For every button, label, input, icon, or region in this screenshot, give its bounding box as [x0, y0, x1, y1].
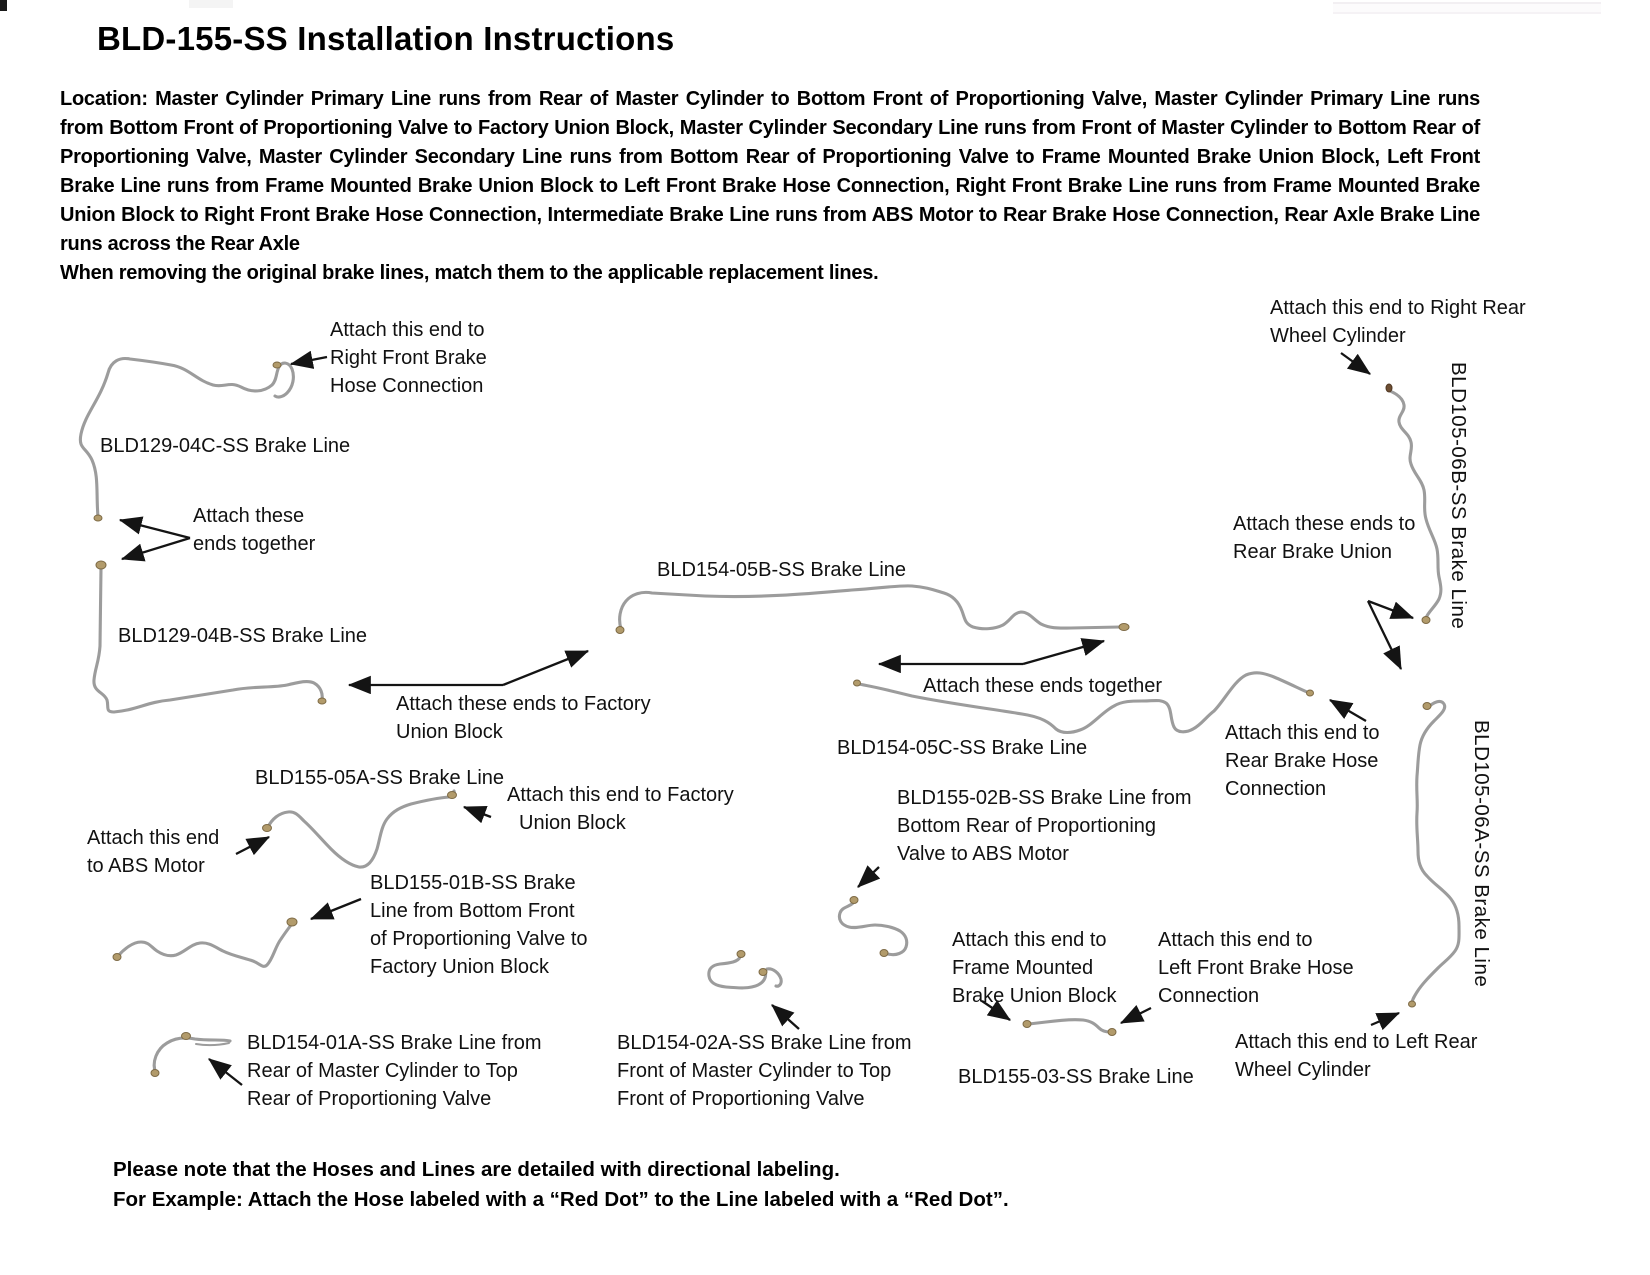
fitting-icon: [272, 361, 282, 369]
fitting-icon: [758, 968, 768, 976]
label-bld155-05a: BLD155-05A-SS Brake Line: [255, 767, 505, 789]
brake-line-bld155-02b: [837, 901, 909, 957]
removal-note: When removing the original brake lines, …: [60, 262, 879, 284]
brake-line-bld129-04c: [78, 356, 295, 519]
fitting-icon: [849, 896, 859, 904]
label-attach-abs-motor: Attach this end to ABS Motor: [87, 827, 220, 877]
brake-lines: [78, 356, 1461, 1076]
label-bld154-01a: BLD154-01A-SS Brake Line from Rear of Ma…: [247, 1032, 542, 1110]
label-attach-rear-union: Attach these ends to Rear Brake Union: [1233, 513, 1416, 563]
fitting-icon: [286, 917, 298, 927]
arrow-rear-union-lower: [1366, 600, 1403, 671]
label-attach-end-factory-union: Attach this end to Factory Union Block: [507, 784, 734, 834]
label-attach-rear-hose: Attach this end to Rear Brake Hose Conne…: [1225, 722, 1380, 800]
fitting-icon: [150, 1069, 160, 1077]
label-bld154-05c: BLD154-05C-SS Brake Line: [837, 737, 1088, 759]
arrow-bld155-02b: [857, 865, 881, 888]
arrow-rear-union-upper: [1367, 599, 1415, 620]
fitting-icon: [181, 1032, 191, 1040]
arrow-ends-together-left-lower: [120, 536, 191, 562]
fitting-icon: [1385, 383, 1393, 393]
intro-paragraph: Location: Master Cylinder Primary Line r…: [60, 85, 1480, 288]
location-paragraph: Location: Master Cylinder Primary Line r…: [60, 88, 1480, 255]
arrow-bld154-02a: [771, 1004, 800, 1030]
brake-line-bld155-03: [1027, 1018, 1112, 1034]
brake-line-bld105-06a: [1410, 699, 1461, 1005]
fitting-icon: [1107, 1028, 1117, 1036]
label-bld105-06b: BLD105-06B-SS Brake Line: [1447, 362, 1470, 630]
label-attach-ends-together-left: Attach these ends together: [193, 505, 316, 555]
label-attach-left-rear: Attach this end to Left Rear Wheel Cylin…: [1235, 1031, 1478, 1081]
brake-line-bld155-05a: [266, 789, 456, 869]
fitting-icon: [1306, 689, 1314, 697]
brake-line-bld154-01a-body: [195, 1042, 230, 1047]
arrow-frame-union: [981, 1000, 1011, 1021]
fitting-icon: [93, 514, 103, 522]
fitting-icon: [879, 949, 889, 957]
footer-note-2: For Example: Attach the Hose labeled wit…: [113, 1188, 1009, 1211]
brake-line-bld154-02a: [707, 955, 768, 990]
fitting-icon: [1118, 623, 1130, 631]
arrow-ends-together-mid-right: [1022, 638, 1106, 666]
label-bld155-01b: BLD155-01B-SS Brake Line from Bottom Fro…: [370, 872, 588, 978]
arrow-left-rear-wheel: [1370, 1011, 1401, 1031]
arrow-right-rear-wheel: [1340, 352, 1371, 375]
callout-arrows: [118, 350, 1415, 1086]
brake-line-bld154-05b: [618, 584, 1122, 631]
page-title: BLD-155-SS Installation Instructions: [97, 20, 675, 57]
arrow-bld155-01b: [309, 897, 362, 921]
arrow-factory-union-right: [502, 649, 590, 687]
arrow-abs-motor: [235, 835, 271, 856]
brake-line-bld154-05c: [856, 671, 1309, 735]
arrow-right-front-hose: [289, 350, 328, 369]
fitting-icon: [1422, 702, 1432, 710]
label-bld154-02a: BLD154-02A-SS Brake Line from Front of M…: [617, 1032, 912, 1110]
fitting-icon: [112, 953, 122, 961]
label-attach-ends-factory-union: Attach these ends to Factory Union Block: [396, 693, 651, 743]
fitting-icon: [447, 791, 457, 799]
arrow-end-factory-union: [462, 805, 492, 824]
fitting-icon: [1408, 1000, 1416, 1008]
fitting-icon: [1022, 1020, 1032, 1028]
scan-artifact: [1333, 2, 1601, 14]
label-attach-right-rear: Attach this end to Right Rear Wheel Cyli…: [1270, 297, 1526, 347]
footer-note-1: Please note that the Hoses and Lines are…: [113, 1158, 840, 1181]
label-bld105-06a: BLD105-06A-SS Brake Line: [1470, 720, 1493, 988]
scan-artifact: [189, 0, 233, 8]
fittings: [93, 361, 1432, 1077]
brake-line-bld129-04b: [92, 566, 324, 714]
arrow-left-front-hose: [1119, 1004, 1152, 1025]
label-attach-ends-together-mid: Attach these ends together: [923, 675, 1163, 697]
arrow-rear-hose: [1329, 699, 1367, 722]
fitting-icon: [1421, 616, 1431, 624]
fitting-icon: [736, 950, 746, 958]
label-bld129-04c: BLD129-04C-SS Brake Line: [100, 435, 351, 457]
label-bld154-05b: BLD154-05B-SS Brake Line: [657, 559, 907, 581]
scan-artifact: [0, 0, 7, 11]
brake-line-bld154-02a-hook: [765, 967, 783, 988]
label-attach-right-front: Attach this end to Right Front Brake Hos…: [330, 319, 487, 397]
fitting-icon: [317, 697, 327, 705]
label-bld155-03: BLD155-03-SS Brake Line: [958, 1066, 1194, 1088]
arrow-bld154-01a: [208, 1058, 243, 1086]
label-attach-frame-union: Attach this end to Frame Mounted Brake U…: [952, 929, 1117, 1007]
brake-line-bld155-01b: [116, 923, 293, 968]
fitting-icon: [853, 679, 861, 687]
label-bld155-02b: BLD155-02B-SS Brake Line from Bottom Rea…: [897, 787, 1192, 865]
label-attach-left-front: Attach this end to Left Front Brake Hose…: [1158, 929, 1354, 1007]
label-bld129-04b: BLD129-04B-SS Brake Line: [118, 625, 368, 647]
fitting-icon: [262, 824, 272, 832]
brake-line-bld105-06b: [1388, 389, 1443, 620]
fitting-icon: [95, 560, 107, 570]
fitting-icon: [615, 626, 625, 634]
arrow-ends-together-left-upper: [118, 516, 191, 540]
brake-line-bld154-01a: [152, 1036, 232, 1076]
